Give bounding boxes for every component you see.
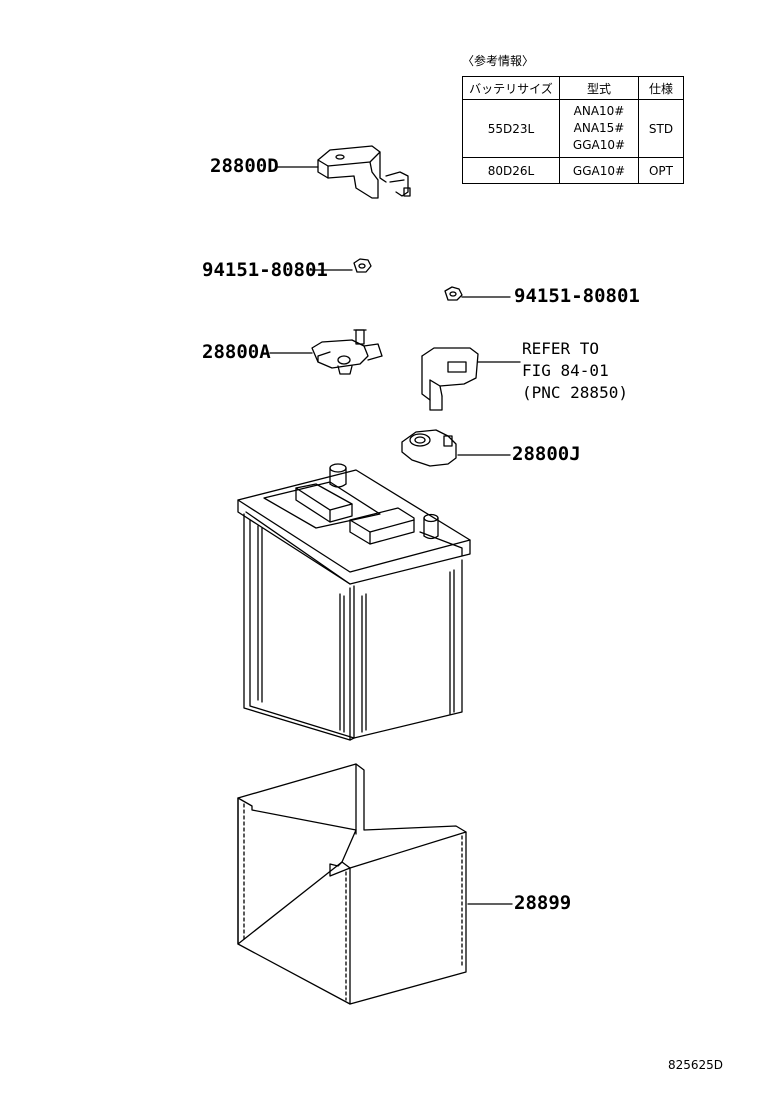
- refer-note-line2: FIG 84-01: [522, 361, 609, 380]
- spec-table: バッテリサイズ 型式 仕様 55D23L ANA10# ANA15# GGA10…: [462, 76, 684, 184]
- spec-table-caption: 〈参考情報〉: [462, 54, 535, 68]
- refer-note: REFER TO FIG 84-01 (PNC 28850): [522, 338, 628, 404]
- refer-note-line3: (PNC 28850): [522, 383, 628, 402]
- table-header-row: バッテリサイズ 型式 仕様: [462, 76, 684, 100]
- cell-model: GGA10#: [559, 157, 639, 184]
- insulator-28899: [237, 763, 467, 1005]
- callout-94151-80801-right: 94151-80801: [514, 285, 640, 307]
- terminal-28800A: [311, 329, 383, 375]
- nut-94151-left: [353, 258, 372, 273]
- cell-model: ANA15#: [573, 121, 625, 135]
- callout-28800D: 28800D: [210, 155, 279, 177]
- cell-size: 80D26L: [462, 157, 560, 184]
- callout-94151-80801-left: 94151-80801: [202, 259, 328, 281]
- callout-28800J: 28800J: [512, 443, 581, 465]
- cell-model: GGA10#: [572, 138, 626, 152]
- drawing-number: 825625D: [668, 1058, 724, 1072]
- battery-body: [237, 463, 471, 741]
- bracket-refer-84-01: [421, 347, 479, 411]
- header-battery-size: バッテリサイズ: [462, 76, 560, 100]
- terminal-28800J: [401, 429, 457, 467]
- header-model: 型式: [559, 76, 639, 100]
- header-spec: 仕様: [638, 76, 684, 100]
- cell-spec: STD: [638, 99, 684, 158]
- refer-note-line1: REFER TO: [522, 339, 600, 358]
- cell-models: ANA10# ANA15# GGA10#: [559, 99, 639, 158]
- table-row: 55D23L ANA10# ANA15# GGA10# STD: [462, 99, 684, 158]
- nut-94151-right: [444, 286, 463, 301]
- bracket-28800D: [317, 145, 411, 199]
- table-row: 80D26L GGA10# OPT: [462, 157, 684, 184]
- cell-model: ANA10#: [573, 104, 625, 118]
- callout-28800A: 28800A: [202, 341, 271, 363]
- cell-size: 55D23L: [462, 99, 560, 158]
- cell-spec: OPT: [638, 157, 684, 184]
- callout-28899: 28899: [514, 892, 572, 914]
